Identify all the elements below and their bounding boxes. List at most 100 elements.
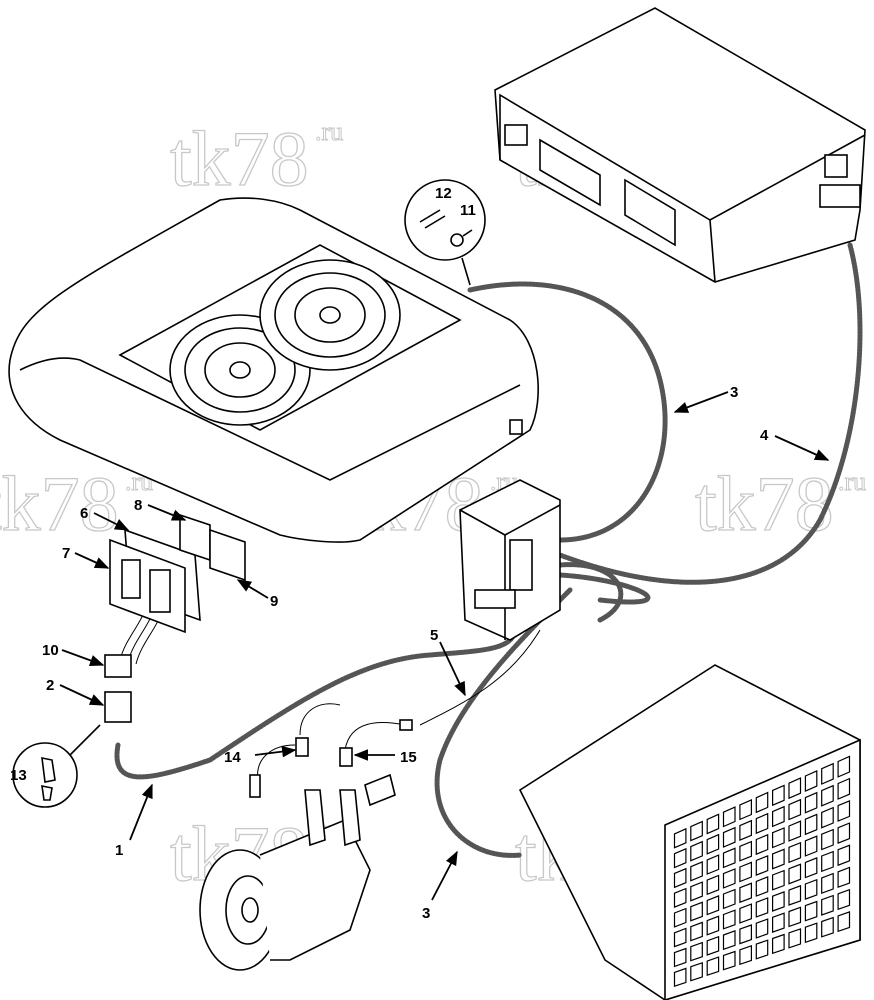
cable-group [114,242,863,858]
grille-cell [771,805,785,828]
grille-cell [739,861,753,883]
grille-cell [821,828,834,851]
pressure-switch-14 [295,737,309,757]
watermark-mid-left: tk78 [0,460,119,547]
grille-cell [837,888,851,911]
evaporator-terminal-upper [824,154,848,178]
connector-2 [104,691,132,723]
grille-cell [755,897,769,918]
grille-cell [690,860,703,882]
grille-cell [673,907,687,928]
grille-cell [837,777,851,800]
switch-bezel-7 [109,538,186,634]
grille-cell [755,918,769,939]
switch-panel [104,513,246,723]
detail-circle-bottom [12,742,78,808]
arrow-3-upper [673,391,729,413]
switch-wire-15 [344,722,406,751]
grille-cell [837,911,851,933]
compressor-clutch-connector [249,774,261,798]
grille-cell [771,869,785,891]
evaporator-unit [494,7,866,283]
watermark-top-left-suffix: .ru [315,117,343,146]
terminal-detail-13 [12,724,101,808]
grille-cell [804,813,818,836]
cable-1 [114,617,518,780]
grille-cell [690,881,703,902]
grille-cell [804,900,818,922]
grille-cell [690,840,703,862]
grille-cell [788,906,802,928]
callout-15: 15 [400,749,417,766]
control-box-terminal-bottom [474,589,516,609]
grille-cell [788,928,802,949]
fan-right-guard [274,272,386,358]
grille-cell [706,915,720,936]
condenser-grille [673,755,851,988]
callout-6: 6 [80,505,88,522]
grille-cell [739,798,753,821]
grille-cell [821,850,834,873]
detail-bottom-leader [69,724,101,756]
grille-cell [771,912,785,933]
grille-cell [837,844,851,867]
grille-cell [804,878,818,900]
grille-cell [706,935,720,956]
grille-cell [788,798,802,821]
callout-12: 12 [435,185,452,202]
grille-cell [804,835,818,857]
callout-7: 7 [62,545,70,562]
switch-window-left [121,559,141,599]
grille-cell [673,867,687,889]
grille-cell [722,950,736,971]
callout-5: 5 [430,627,438,644]
roof-unit [8,197,539,543]
evaporator-terminals [819,154,861,208]
roof-unit-edge [19,357,521,481]
cable-5 [419,629,541,726]
arrow-7 [74,552,110,569]
grille-cell [788,884,802,906]
grille-cell [739,924,753,945]
grille-cell [821,894,834,916]
grille-cell [739,882,753,904]
arrow-8 [147,504,187,521]
grille-cell [771,848,785,870]
evaporator-terminal-block [819,184,861,208]
grille-cell [771,784,785,807]
grille-cell [788,820,802,842]
compressor-fitting [364,773,396,807]
grille-cell [690,901,703,922]
fan-right-guard-inner [294,287,366,343]
grille-cell [722,847,736,869]
grille-cell [804,857,818,879]
grille-cell [706,874,720,896]
grille-cell [788,777,802,800]
arrow-9 [236,579,269,599]
grille-cell [690,941,703,962]
grille-cell [722,929,736,951]
callout-10: 10 [42,642,59,659]
grille-cell [722,888,736,910]
arrow-5 [439,641,466,697]
grille-cell [755,791,769,814]
detail-top-leader [461,257,471,286]
arrow-10 [61,649,105,666]
arrow-1 [129,783,153,841]
female-terminal-13 [41,756,56,783]
grille-cell [722,868,736,889]
callout-8: 8 [134,497,142,514]
grille-cell [706,956,720,977]
grille-cell [755,855,769,876]
grille-cell [673,967,687,988]
callout-arrows [59,391,830,901]
condenser-box [518,664,861,1000]
callout-3-lower: 3 [422,905,430,922]
cable-3-upper [467,281,668,543]
grille-cell [673,947,687,968]
arrow-4 [774,435,830,461]
evaporator-edge [499,93,866,221]
evaporator-grille-right [624,178,676,247]
switch-wire-14 [299,703,341,736]
compressor-port-left [304,789,326,847]
